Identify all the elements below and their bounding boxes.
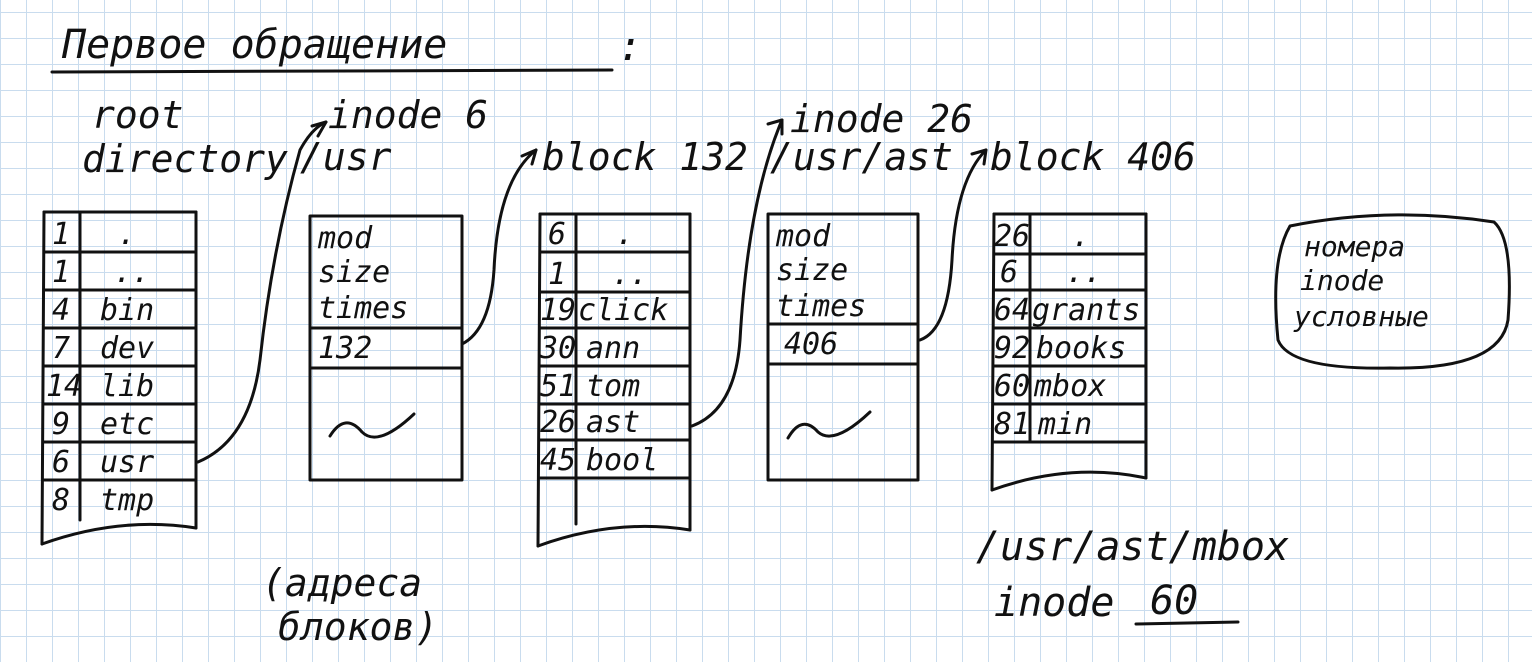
note-line: inode: [1300, 264, 1384, 297]
result-inode-value: 60: [1150, 578, 1198, 624]
table-row-name: .: [616, 217, 634, 252]
table-row-name: bin: [100, 293, 154, 328]
block-address-note: (адреса: [262, 561, 422, 605]
table-row-num: 7: [52, 331, 70, 366]
inode26-label: inode 26: [790, 97, 973, 141]
table-row-name: ..: [114, 255, 150, 290]
inode26-times: times: [776, 289, 866, 324]
block-address-note: блоков): [278, 605, 438, 649]
table-row-num: 26: [540, 405, 576, 440]
result-inode-label: inode: [994, 580, 1114, 626]
inode26-address: 406: [784, 327, 838, 362]
table-row-num: 6: [52, 445, 70, 480]
inode26-mod: mod: [775, 219, 831, 254]
note-line: условные: [1293, 300, 1429, 333]
table-row-num: 1: [548, 257, 566, 292]
table-row-num: 1: [52, 217, 70, 252]
arrowhead-icon: [520, 148, 538, 166]
inode6-size: size: [318, 255, 390, 290]
diagram-title: Первое обращение: [61, 22, 447, 68]
table-row-name: usr: [100, 445, 154, 480]
table-row-name: tom: [586, 369, 640, 404]
table-row-num: 45: [540, 443, 576, 478]
note-bubble: номера inode условные: [1274, 213, 1511, 370]
inode6-mod: mod: [317, 221, 373, 256]
table-row-num: 8: [52, 483, 70, 518]
table-row-name: .: [1072, 219, 1090, 254]
inode6-address: 132: [318, 331, 372, 366]
table-row-name: grants: [1032, 293, 1140, 328]
title-colon: :: [618, 24, 642, 70]
table-row-name: bool: [586, 443, 658, 478]
table-row-num: 14: [46, 369, 82, 404]
table-row-num: 4: [52, 293, 70, 328]
table-row-name: click: [578, 293, 668, 328]
table-row-num: 19: [540, 293, 576, 328]
arrowhead-icon: [766, 118, 784, 136]
inode26-size: size: [776, 253, 848, 288]
result-underline: [1134, 620, 1240, 626]
squiggle-icon: [328, 412, 416, 439]
table-row-num: 9: [52, 407, 70, 442]
arrow-inode26-to-block406: [918, 148, 988, 342]
inode6-box: mod size times 132: [308, 214, 464, 482]
table-row-num: 6: [1000, 255, 1018, 290]
table-row-num: 64: [994, 293, 1030, 328]
root-label: root: [92, 93, 184, 137]
table-row-name: mbox: [1033, 369, 1106, 404]
table-row-name: ..: [1066, 255, 1102, 290]
inode6-path-label: /usr: [300, 135, 392, 179]
block132-label: block 132: [542, 135, 748, 179]
table-row-name: .: [118, 217, 136, 252]
arrow-inode6-to-block132: [460, 148, 538, 346]
table-row-name: ..: [612, 257, 648, 292]
inode26-box: mod size times 406: [766, 212, 920, 482]
block132-table: 6 . 1 .. 19 click 30 ann 51 tom 26 ast 4…: [536, 212, 692, 548]
result-path: /usr/ast/mbox: [976, 524, 1289, 570]
inode6-label: inode 6: [328, 93, 488, 137]
block406-label: block 406: [990, 135, 1196, 179]
table-row-name: dev: [100, 331, 154, 366]
table-row-num: 92: [994, 331, 1030, 366]
table-row-name: ann: [586, 331, 640, 366]
block406-table: 26 . 6 .. 64 grants 92 books 60 mbox 81 …: [990, 212, 1148, 492]
table-row-name: ast: [586, 405, 640, 440]
table-row-num: 1: [52, 255, 70, 290]
arrowhead-icon: [970, 148, 988, 166]
title-underline: [50, 68, 614, 74]
table-row-name: lib: [100, 369, 154, 404]
table-row-num: 60: [994, 369, 1030, 404]
table-row-name: min: [1037, 407, 1092, 442]
inode26-path-label: /usr/ast: [770, 135, 953, 179]
table-row-num: 81: [994, 407, 1030, 442]
table-row-num: 51: [540, 369, 576, 404]
table-row-num: 6: [548, 217, 566, 252]
directory-label: directory: [82, 137, 288, 181]
note-line: номера: [1304, 230, 1405, 263]
squiggle-icon: [786, 410, 872, 440]
arrow-ast-to-inode26: [690, 118, 784, 428]
table-row-name: books: [1036, 331, 1126, 366]
table-row-num: 26: [994, 219, 1030, 254]
arrowhead-icon: [310, 120, 328, 138]
table-row-name: etc: [100, 407, 154, 442]
arrow-usr-to-inode6: [196, 120, 328, 464]
table-row-name: tmp: [100, 483, 154, 518]
inode6-times: times: [318, 291, 408, 326]
root-directory-table: 1 . 1 .. 4 bin 7 dev 14 lib 9 etc 6 usr …: [40, 210, 198, 546]
table-row-num: 30: [539, 331, 576, 366]
